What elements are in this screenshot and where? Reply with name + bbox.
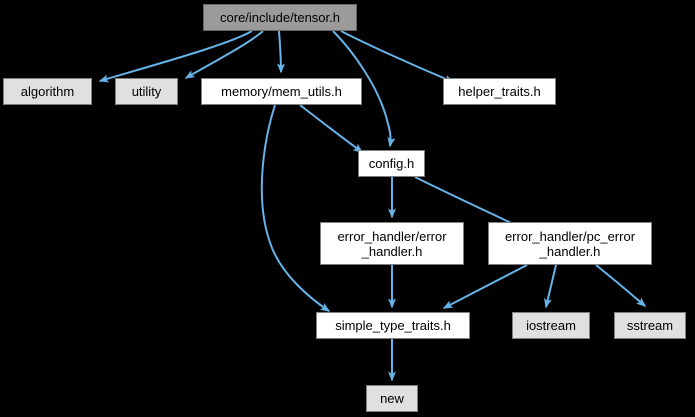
graph-node-tensor[interactable]: core/include/tensor.h	[203, 4, 357, 31]
graph-node-label: config.h	[368, 156, 415, 171]
graph-node-simple_traits[interactable]: simple_type_traits.h	[316, 312, 470, 339]
graph-node-label: iostream	[526, 318, 576, 333]
graph-node-label: simple_type_traits.h	[335, 318, 451, 333]
graph-node-label: error_handler/error _handler.h	[337, 228, 447, 259]
graph-node-label: algorithm	[20, 84, 75, 99]
graph-node-label: utility	[131, 84, 162, 99]
graph-node-sstream[interactable]: sstream	[614, 312, 686, 339]
graph-node-algorithm[interactable]: algorithm	[3, 78, 92, 105]
graph-node-label: memory/mem_utils.h	[221, 84, 342, 99]
graph-node-helper_traits[interactable]: helper_traits.h	[443, 78, 556, 105]
graph-node-config[interactable]: config.h	[358, 150, 425, 177]
graph-node-label: sstream	[626, 318, 674, 333]
graph-node-label: error_handler/pc_error _handler.h	[504, 228, 636, 259]
edge-tensor-to-utility	[184, 30, 264, 79]
edge-tensor-to-algorithm	[98, 30, 253, 83]
graph-node-pc_error[interactable]: error_handler/pc_error _handler.h	[488, 222, 652, 265]
edge-group	[98, 30, 647, 382]
graph-node-label: new	[380, 391, 404, 406]
edge-pc_error-to-iostream	[544, 264, 557, 309]
graph-node-new[interactable]: new	[366, 385, 418, 412]
edge-tensor-to-helper_traits	[340, 30, 455, 83]
graph-node-mem_utils[interactable]: memory/mem_utils.h	[201, 78, 362, 105]
edge-mem_utils-to-simple_traits	[260, 104, 331, 312]
edge-tensor-to-mem_utils	[276, 30, 285, 74]
graph-node-label: core/include/tensor.h	[220, 10, 340, 25]
edge-pc_error-to-simple_traits	[442, 264, 528, 309]
edge-mem_utils-to-config	[299, 104, 364, 153]
edge-tensor-to-config	[332, 30, 396, 148]
edge-pc_error-to-sstream	[595, 264, 647, 307]
graph-node-label: helper_traits.h	[458, 84, 541, 99]
graph-node-error_handler[interactable]: error_handler/error _handler.h	[320, 222, 464, 265]
graph-node-iostream[interactable]: iostream	[512, 312, 590, 339]
graph-node-utility[interactable]: utility	[115, 78, 178, 105]
